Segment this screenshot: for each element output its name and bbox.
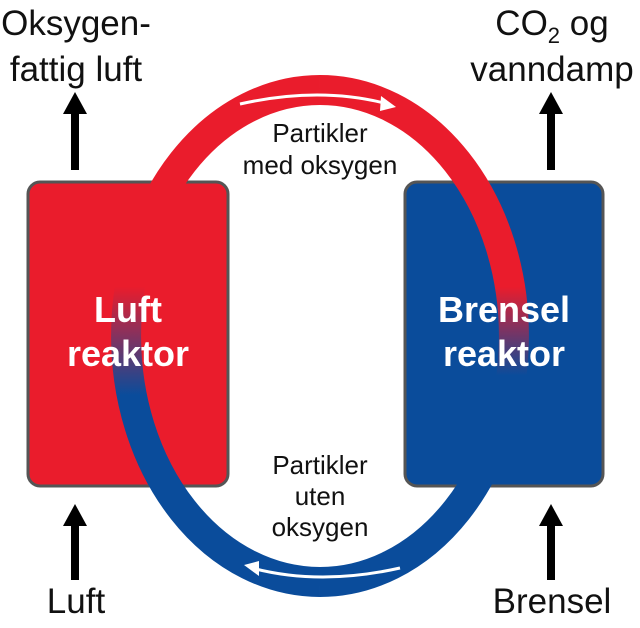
loop-top-label-line1: Partikler (272, 118, 368, 148)
subscript-2: 2 (548, 23, 560, 48)
fuel-reactor-label-line1: Brensel (438, 289, 570, 330)
fuel-reactor-label-line2: reaktor (443, 333, 565, 374)
flow-arrow-bottom (244, 561, 401, 579)
arrow-up-right-input (539, 504, 563, 580)
loop-left-half (111, 75, 321, 597)
output-left-line1: Oksygen- (1, 4, 151, 43)
input-right-label: Brensel (493, 582, 612, 621)
air-reactor-label-line1: Luft (94, 289, 162, 330)
loop-bottom-label-line1: Partikler (272, 450, 368, 480)
loop-bottom-label-line3: oksygen (272, 512, 369, 542)
air-reactor-label-line2: reaktor (67, 333, 189, 374)
arrow-up-right-output (539, 92, 563, 170)
output-left-line2: fattig luft (10, 50, 143, 89)
input-left-label: Luft (47, 582, 106, 621)
loop-top-label-line2: med oksygen (243, 150, 398, 180)
loop-right-half (319, 75, 529, 597)
output-right-line1: CO2 og (495, 4, 608, 48)
arrow-up-left-input (63, 504, 87, 580)
arrow-up-left-output (63, 92, 87, 170)
flow-arrow-top (239, 93, 396, 111)
output-right-line2: vanndamp (470, 50, 633, 89)
loop-bottom-label-line2: uten (295, 481, 346, 511)
